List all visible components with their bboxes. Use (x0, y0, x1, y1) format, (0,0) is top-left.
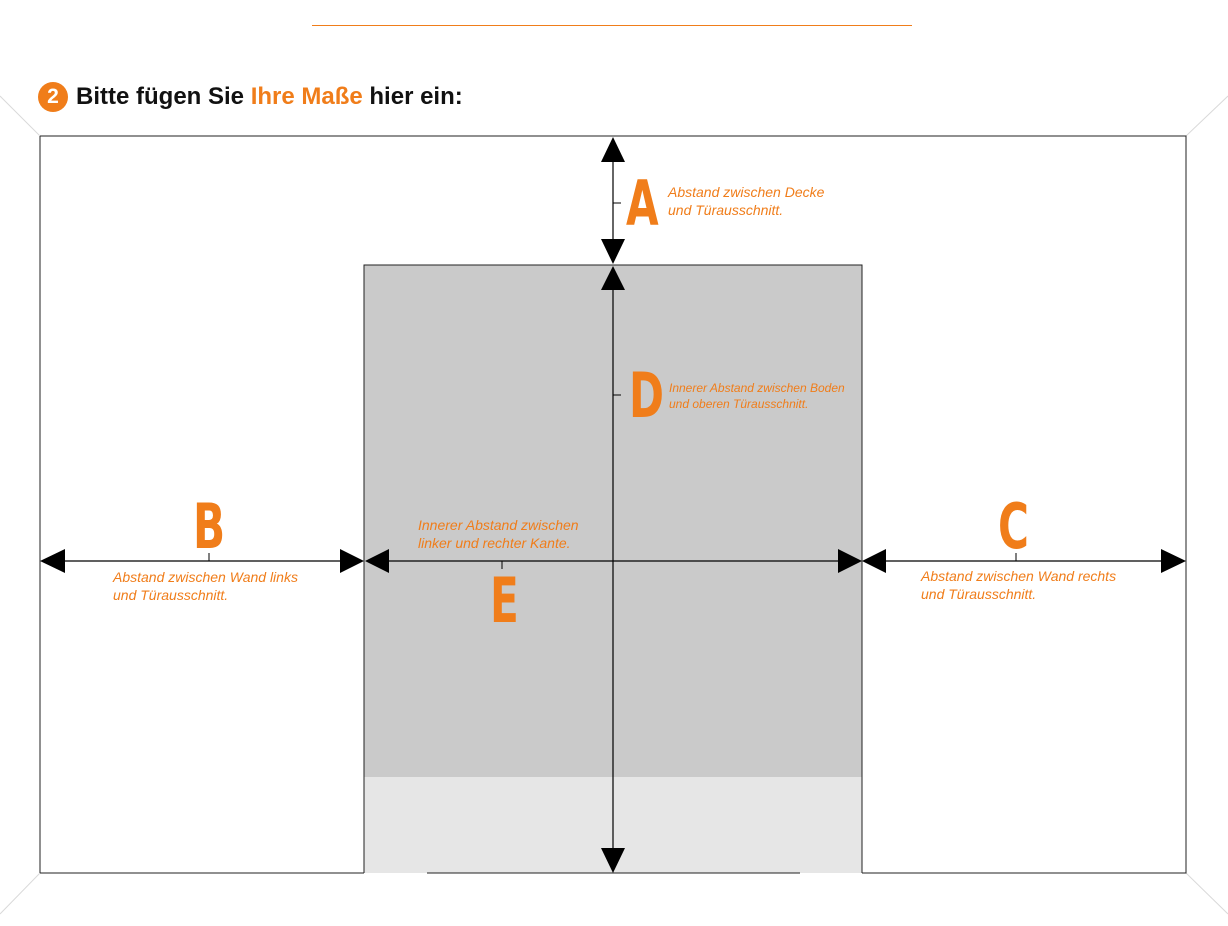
note-b-line2: und Türausschnitt. (113, 587, 229, 603)
label-letter-c: C (998, 490, 1029, 563)
step-number-badge: 2 (38, 82, 68, 112)
note-e-line2: linker und rechter Kante. (418, 535, 571, 551)
label-letter-a: A (626, 167, 659, 240)
step-title: Bitte fügen Sie Ihre Maße hier ein: (76, 83, 463, 111)
top-divider (312, 25, 912, 26)
label-letter-e: E (490, 564, 519, 637)
note-a: Abstand zwischen Decke und Türausschnitt… (668, 183, 824, 219)
arrow-d-top (601, 266, 625, 290)
note-d-line2: und oberen Türausschnitt. (669, 397, 809, 411)
title-text-after: hier ein: (362, 83, 463, 110)
note-c-line1: Abstand zwischen Wand rechts (921, 568, 1117, 584)
title-highlight: Ihre Maße (250, 83, 363, 110)
note-c: Abstand zwischen Wand rechts und Türauss… (921, 567, 1116, 603)
note-e-line1: Innerer Abstand zwischen (418, 517, 579, 533)
room-perspective-lines (0, 95, 1228, 915)
title-text-before: Bitte fügen Sie (76, 83, 251, 110)
note-b: Abstand zwischen Wand links und Türaussc… (113, 568, 298, 604)
note-c-line2: und Türausschnitt. (921, 586, 1037, 602)
arrow-e-right (838, 549, 862, 573)
arrow-e-left (365, 549, 389, 573)
arrow-b-left (40, 549, 65, 573)
note-d-line1: Innerer Abstand zwischen Boden (669, 381, 845, 395)
arrow-c-left (862, 549, 886, 573)
note-b-line1: Abstand zwischen Wand links (113, 569, 298, 585)
note-a-line1: Abstand zwischen Decke (668, 184, 825, 200)
note-e: Innerer Abstand zwischen linker und rech… (418, 516, 579, 552)
label-letter-d: D (629, 359, 664, 432)
arrow-a-bottom (601, 239, 625, 264)
arrow-c-right (1161, 549, 1186, 573)
arrow-b-right (340, 549, 364, 573)
arrow-d-bottom (601, 848, 625, 873)
note-a-line2: und Türausschnitt. (668, 202, 784, 218)
arrow-a-top (601, 137, 625, 162)
back-wall-outline (40, 135, 1187, 874)
label-letter-b: B (193, 490, 226, 563)
door-frame (363, 264, 863, 873)
note-d: Innerer Abstand zwischen Boden und obere… (669, 380, 845, 412)
step-heading: 2 Bitte fügen Sie Ihre Maße hier ein: (38, 82, 463, 112)
